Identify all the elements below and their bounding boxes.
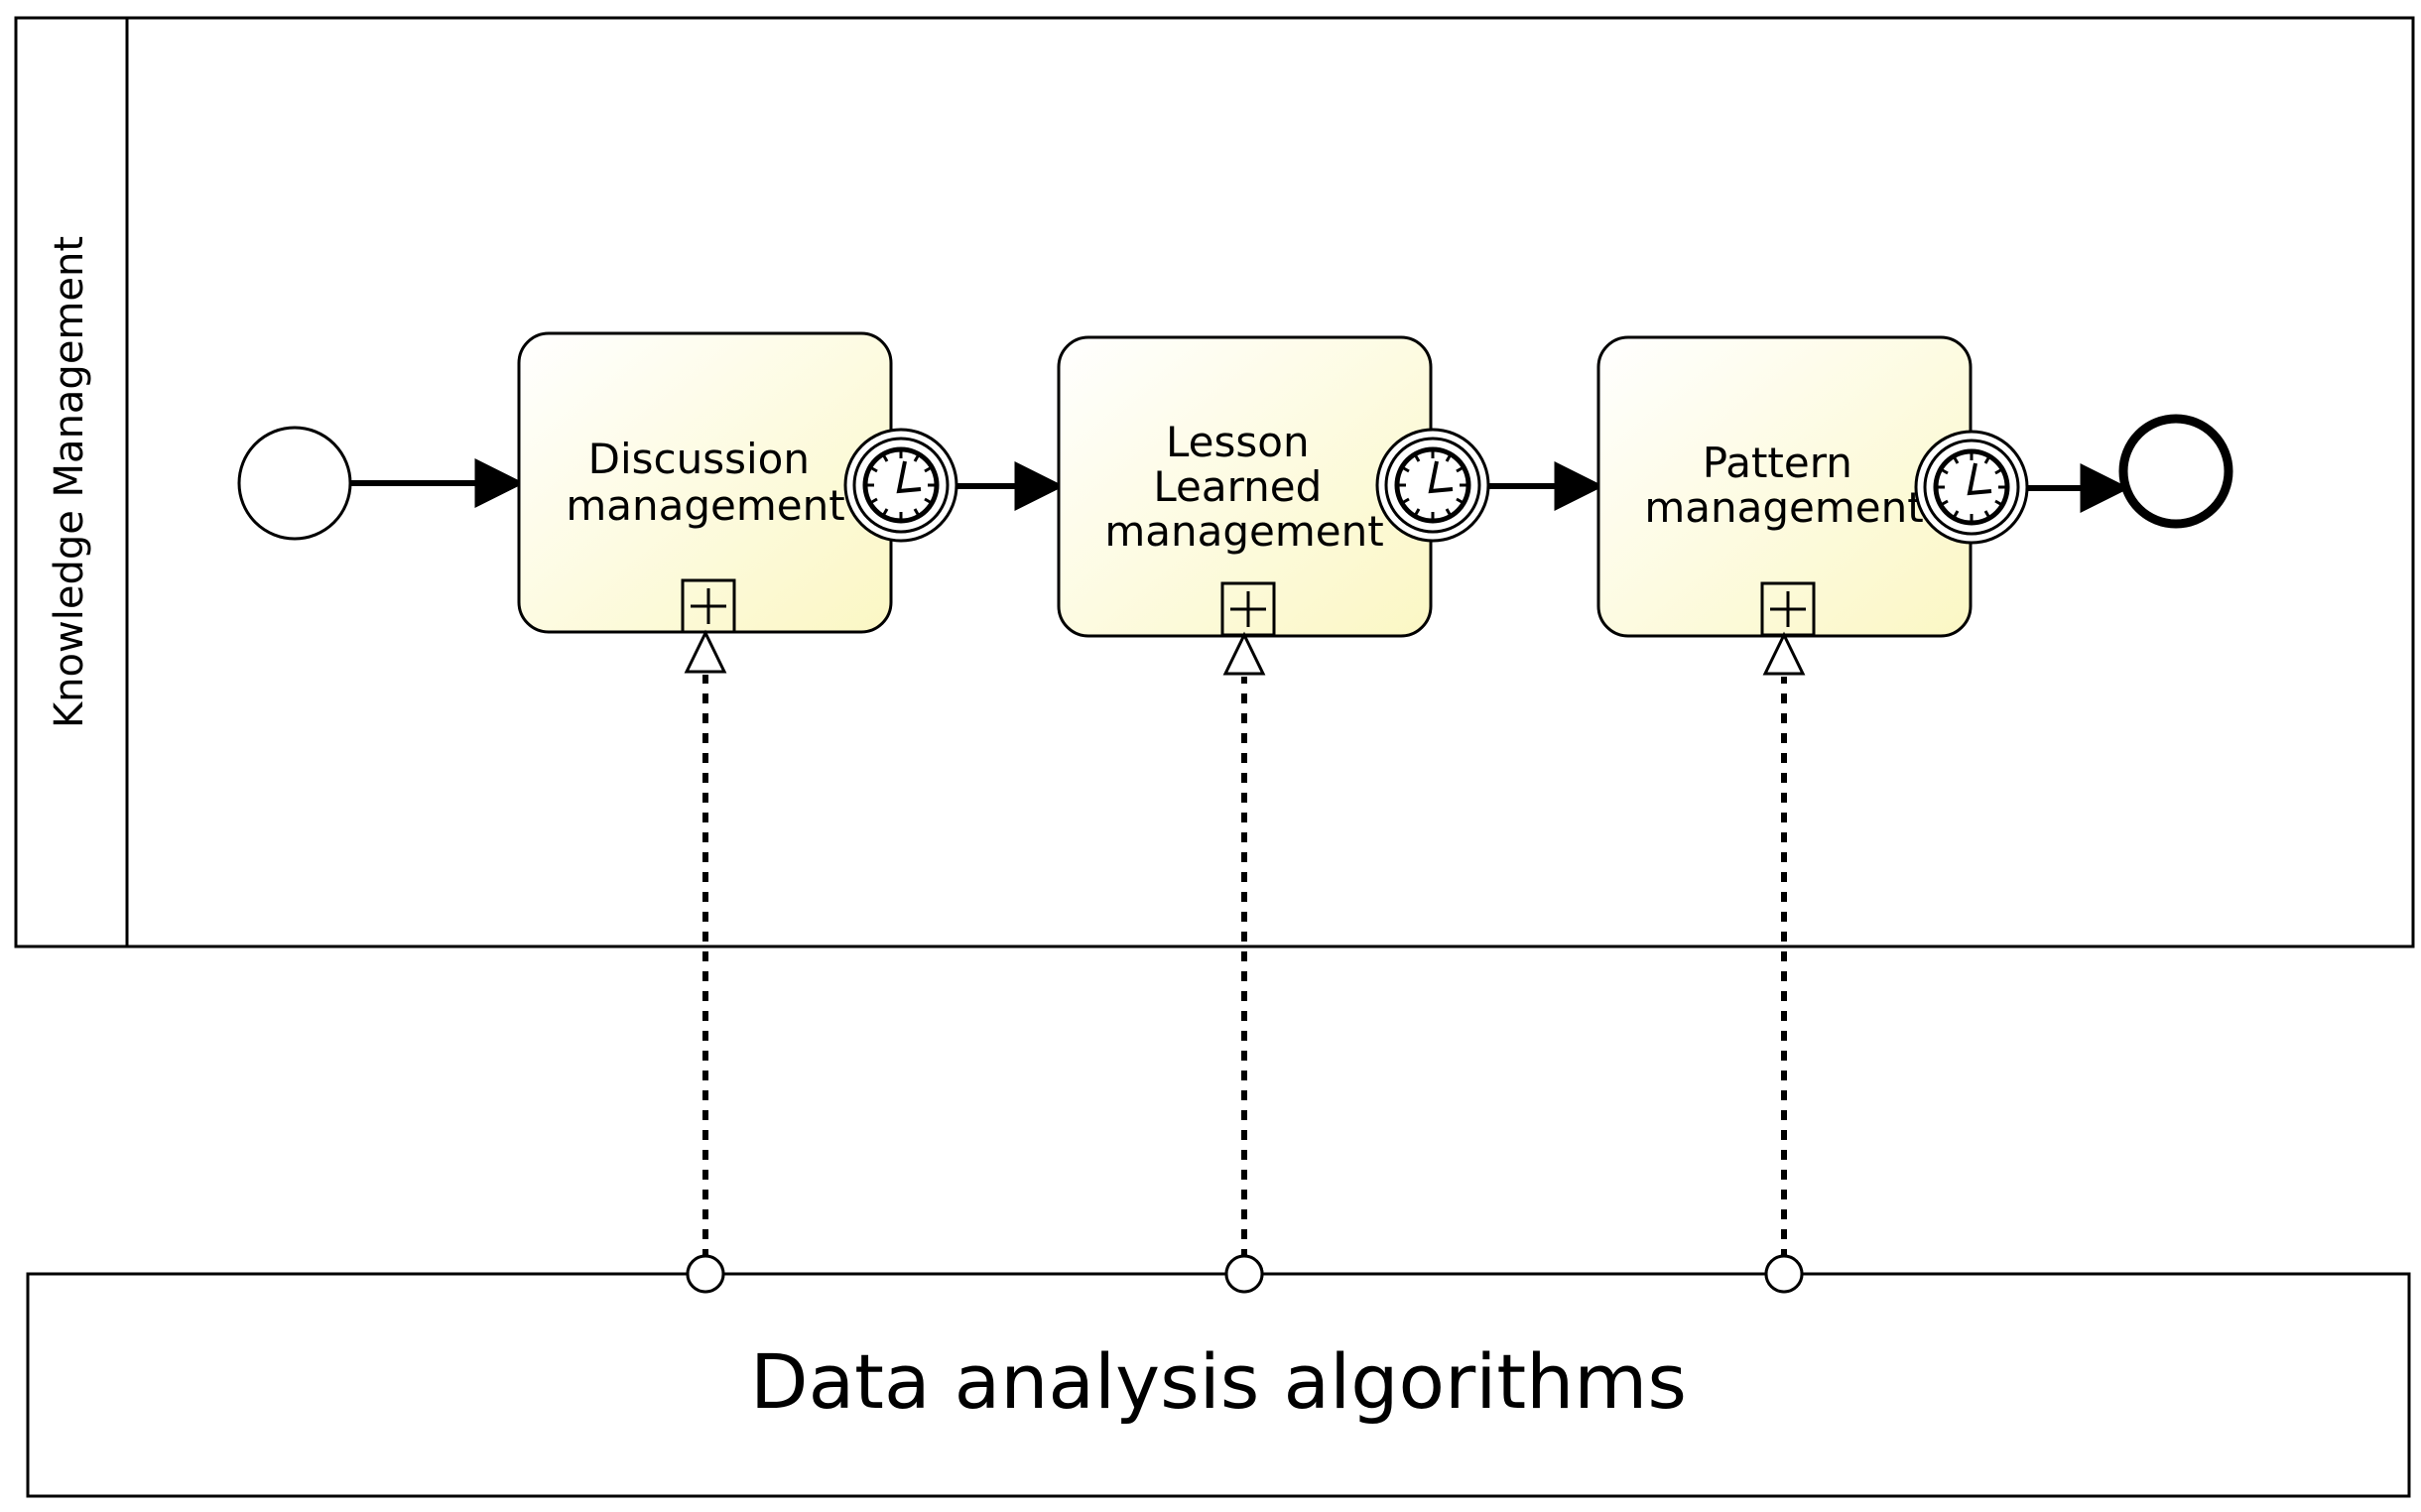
plus-box-icon <box>1220 581 1276 637</box>
message-flow-to-lesson[interactable] <box>1222 631 1266 1294</box>
task-lesson-learned-management[interactable]: Lesson Learned management <box>1057 335 1433 638</box>
task-label: Lesson Learned management <box>1104 418 1383 556</box>
task-discussion-management[interactable]: Discussion management <box>517 331 893 634</box>
task-label: Pattern management <box>1644 439 1923 532</box>
task-label: Discussion management <box>566 435 844 530</box>
pool-label: Data analysis algorithms <box>750 1337 1687 1426</box>
message-flow-to-pattern[interactable] <box>1762 631 1806 1294</box>
timer-clock-icon[interactable] <box>1914 430 2029 545</box>
end-event[interactable] <box>2118 414 2233 529</box>
timer-clock-icon[interactable] <box>1375 428 1490 543</box>
message-flow-source-dot <box>686 1254 725 1294</box>
task-pattern-management[interactable]: Pattern management <box>1596 335 1973 638</box>
message-flow-source-dot <box>1764 1254 1804 1294</box>
plus-box-icon <box>681 578 736 634</box>
message-flow-source-dot <box>1224 1254 1264 1294</box>
knowledge-management-lane: Knowledge Management <box>14 16 2415 948</box>
lane-label: Knowledge Management <box>47 236 92 728</box>
plus-box-icon <box>1760 581 1816 637</box>
message-flow-to-discussion[interactable] <box>684 629 727 1294</box>
timer-clock-icon[interactable] <box>843 428 958 543</box>
start-event[interactable] <box>237 426 352 541</box>
data-analysis-pool[interactable]: Data analysis algorithms <box>26 1272 2411 1498</box>
